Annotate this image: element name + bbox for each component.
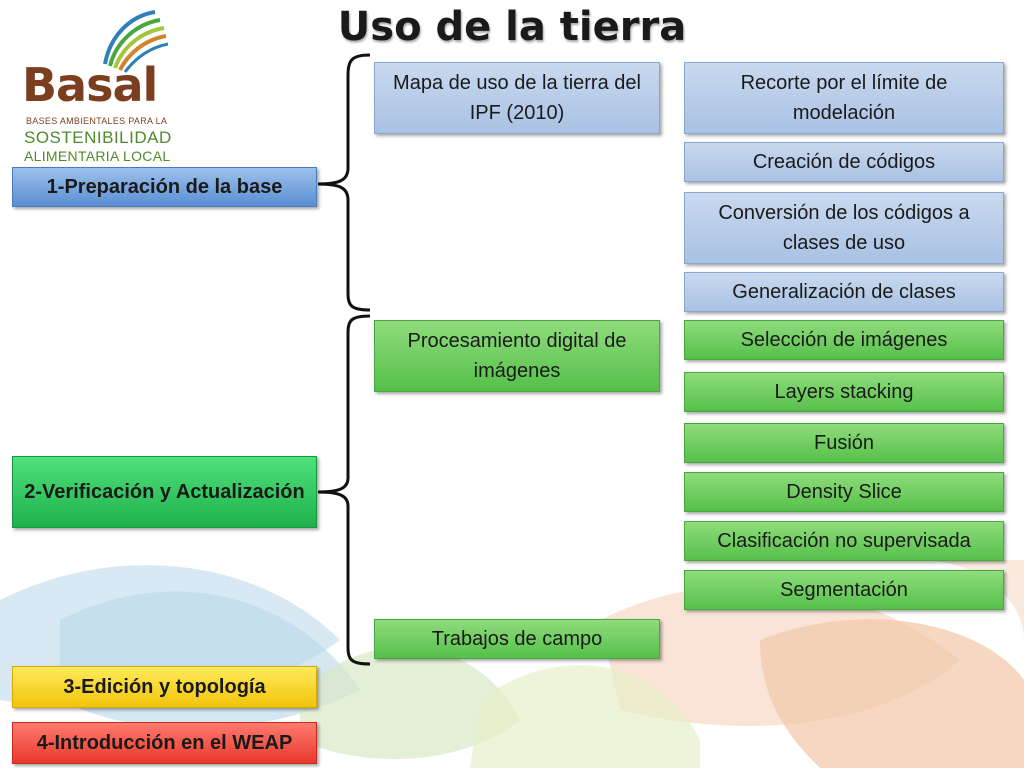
logo-wordmark: Basal xyxy=(22,58,158,112)
logo-tagline-1: BASES AMBIENTALES PARA LA xyxy=(26,116,168,126)
step-preparacion: 1-Preparación de la base xyxy=(12,167,317,207)
box-seleccion-imagenes: Selección de imágenes xyxy=(684,320,1004,360)
box-density-slice: Density Slice xyxy=(684,472,1004,512)
box-procesamiento: Procesamiento digital de imágenes xyxy=(374,320,660,392)
box-fusion: Fusión xyxy=(684,423,1004,463)
box-creacion-codigos: Creación de códigos xyxy=(684,142,1004,182)
box-layers-stacking: Layers stacking xyxy=(684,372,1004,412)
box-conversion: Conversión de los códigos a clases de us… xyxy=(684,192,1004,264)
step-verificacion: 2-Verificación y Actualización xyxy=(12,456,317,528)
step-edicion: 3-Edición y topología xyxy=(12,666,317,708)
logo-tagline-2: SOSTENIBILIDAD xyxy=(24,128,172,147)
box-mapa-uso: Mapa de uso de la tierra del IPF (2010) xyxy=(374,62,660,134)
box-generalizacion: Generalización de clases xyxy=(684,272,1004,312)
step-introduccion: 4-Introducción en el WEAP xyxy=(12,722,317,764)
basal-logo-swirl xyxy=(103,10,169,73)
page-title: Uso de la tierra xyxy=(337,4,687,50)
logo-tagline-3: ALIMENTARIA LOCAL xyxy=(24,148,171,164)
box-segmentacion: Segmentación xyxy=(684,570,1004,610)
box-trabajos-campo: Trabajos de campo xyxy=(374,619,660,659)
box-clasificacion: Clasificación no supervisada xyxy=(684,521,1004,561)
box-recorte: Recorte por el límite de modelación xyxy=(684,62,1004,134)
